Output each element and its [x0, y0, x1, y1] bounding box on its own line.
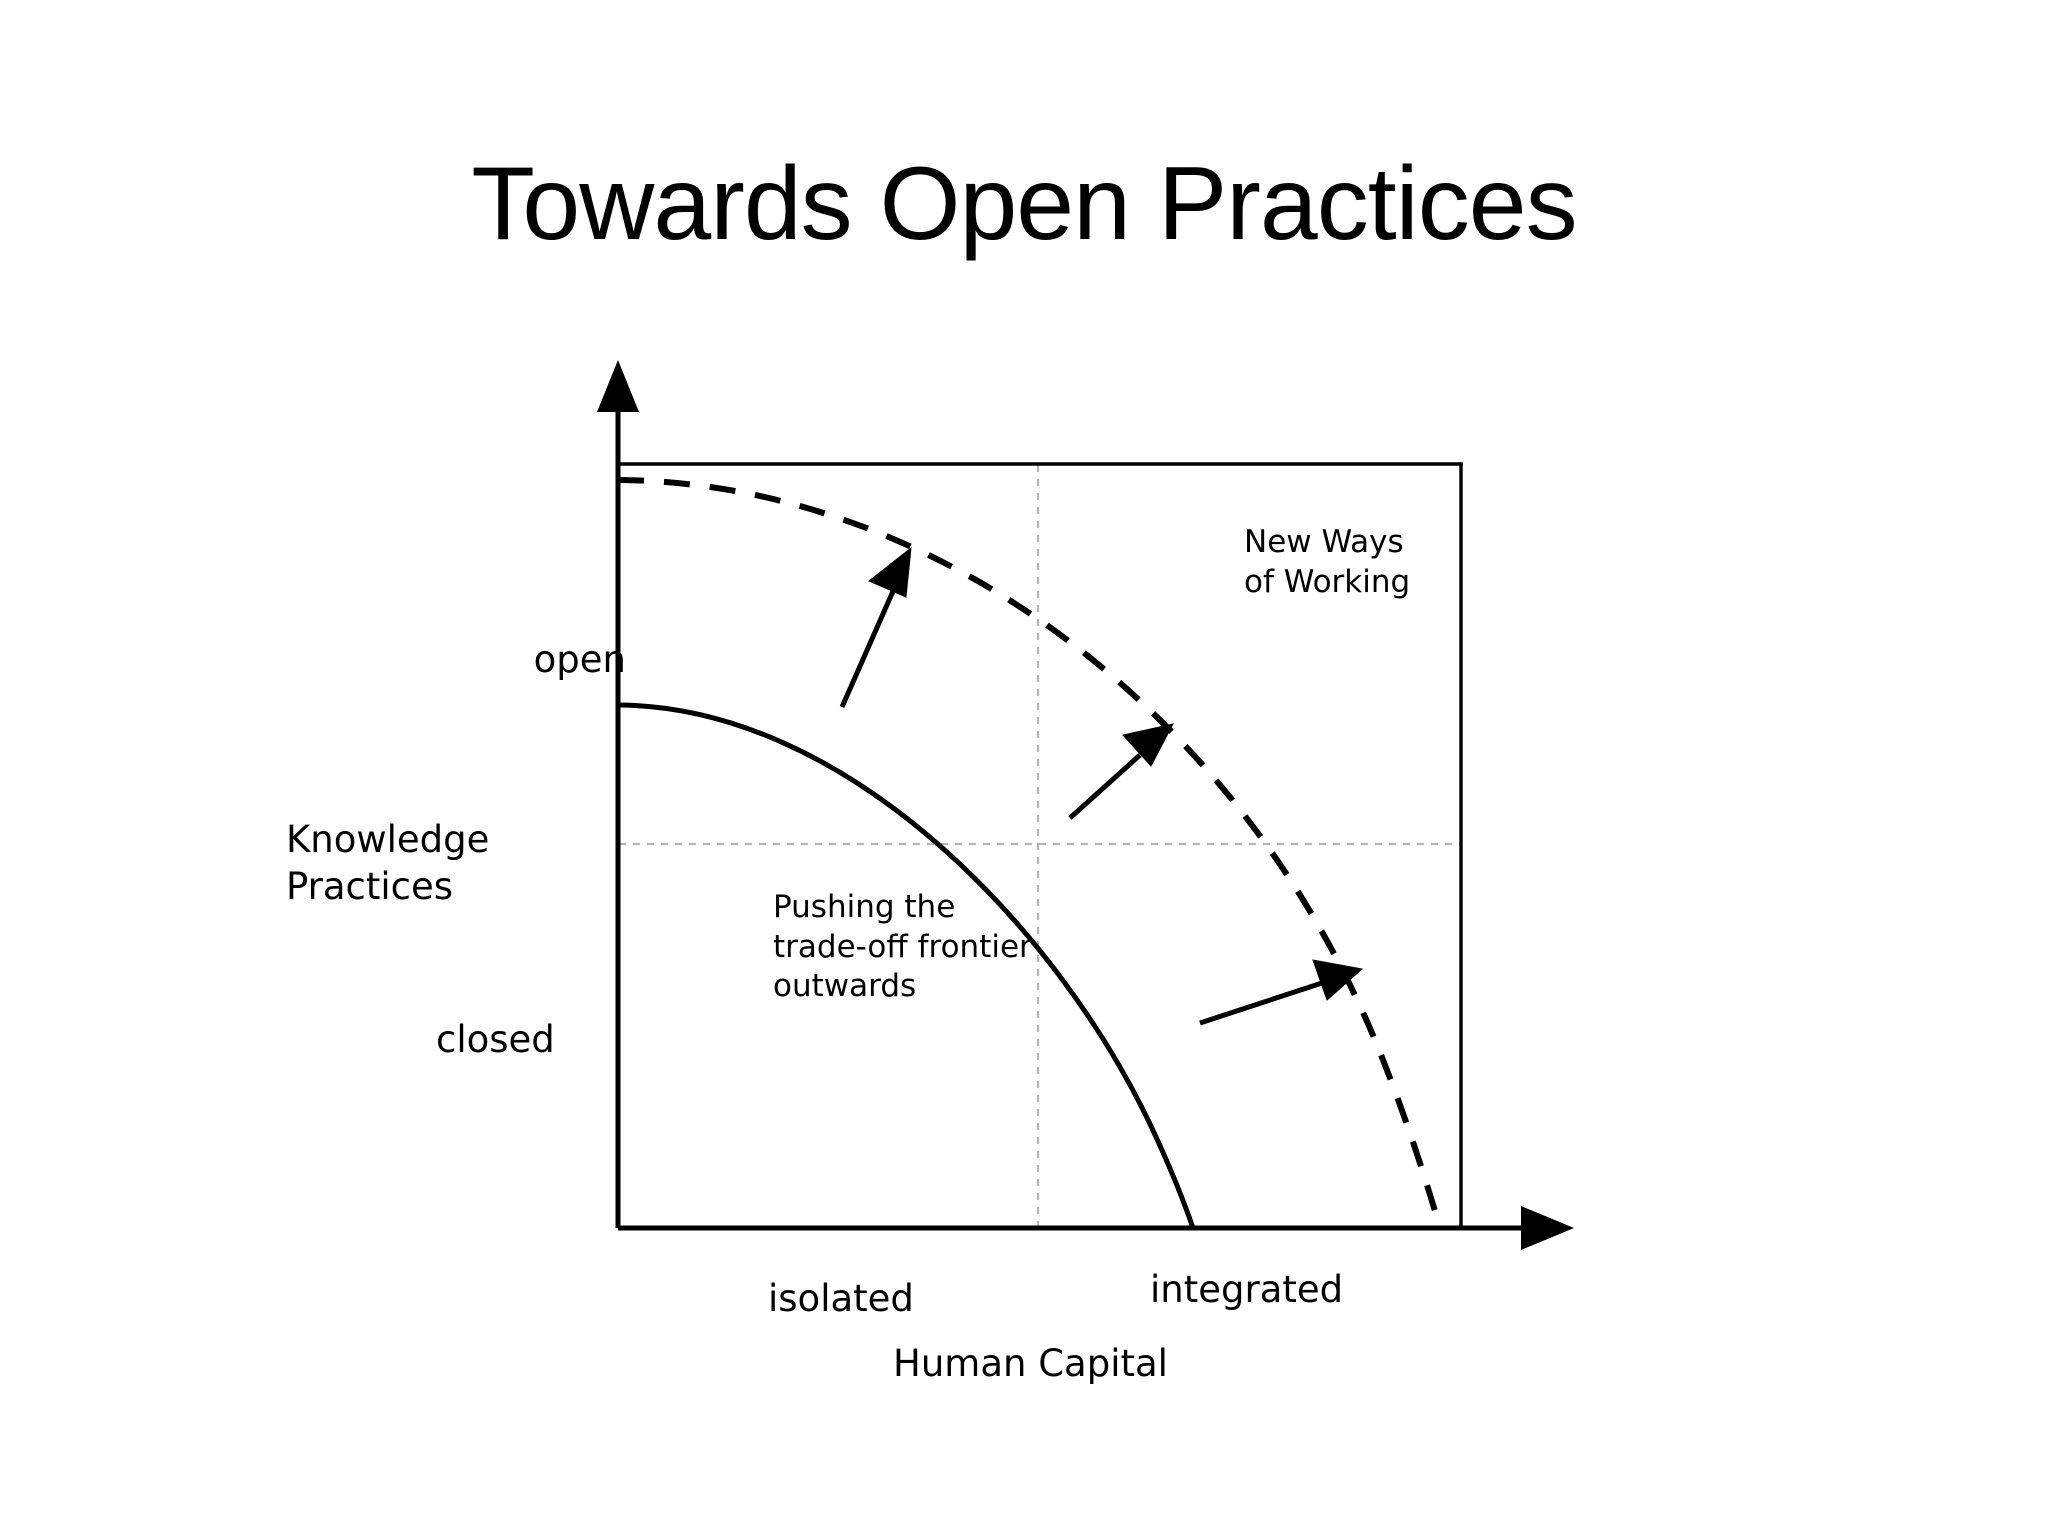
annotation-new-ways-line2: of Working	[1244, 563, 1411, 600]
y-tick-label-closed: closed	[436, 1018, 555, 1061]
axes	[597, 360, 1574, 1250]
plot-frame	[616, 462, 1463, 1229]
y-axis-arrowhead	[597, 360, 639, 412]
annotation-pushing-line1: Pushing the	[773, 889, 956, 925]
x-axis-title: Human Capital	[893, 1342, 1168, 1385]
y-axis-title-line1: Knowledge	[286, 818, 490, 861]
grid-lines	[619, 465, 1461, 1227]
x-tick-label-isolated: isolated	[768, 1277, 914, 1320]
arrow-upper-left	[839, 546, 912, 709]
current-frontier-curve	[615, 702, 1196, 1231]
annotation-new-ways-line1: New Ways	[1244, 524, 1404, 560]
arrow-lower-right	[1199, 959, 1364, 1026]
annotation-arrows	[839, 546, 1364, 1026]
new-frontier-curve	[617, 477, 1443, 1229]
x-tick-label-integrated: integrated	[1150, 1268, 1344, 1311]
y-axis-title-line2: Practices	[286, 865, 454, 909]
arrow-middle	[1068, 723, 1174, 820]
page-title: Towards Open Practices	[471, 146, 1577, 262]
annotation-pushing-line3: outwards	[773, 968, 917, 1005]
x-axis-arrowhead	[1521, 1206, 1574, 1250]
frontier-curves	[615, 477, 1443, 1231]
y-tick-label-open: open	[533, 638, 626, 681]
annotation-pushing-line2: trade-off frontier	[773, 928, 1032, 965]
